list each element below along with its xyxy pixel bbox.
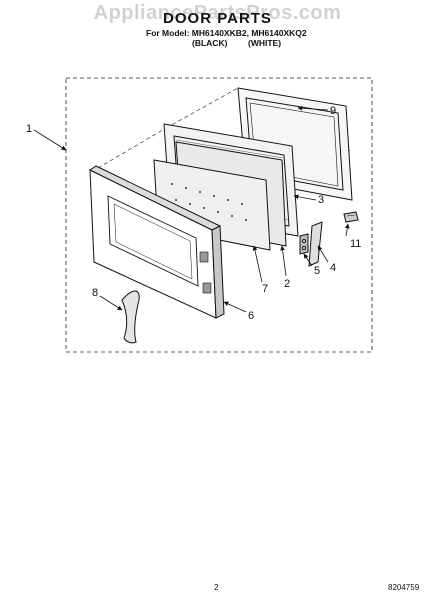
color-black-label: (BLACK) — [192, 38, 228, 48]
callout-5: 5 — [314, 265, 321, 277]
callout-11: 11 — [350, 238, 362, 250]
document-number: 8204759 — [388, 583, 420, 592]
leader-lines — [33, 105, 350, 313]
assembly-boundary — [65, 77, 373, 353]
callout-2: 2 — [284, 278, 291, 290]
callout-4: 4 — [330, 262, 337, 274]
model-line: For Model: MH6140XKB2, MH6140XKQ2 — [146, 28, 307, 38]
color-white-label: (WHITE) — [248, 38, 282, 48]
watermark-text: AppliancePartsPros.com — [93, 2, 342, 24]
callout-8: 8 — [92, 287, 99, 299]
callout-1: 1 — [26, 123, 33, 135]
door-front-panel — [89, 165, 225, 319]
callout-9: 9 — [330, 105, 337, 117]
callout-7: 7 — [262, 283, 269, 295]
screw-part — [343, 211, 359, 223]
door-handle — [121, 290, 140, 344]
callout-6: 6 — [248, 310, 255, 322]
door-latch-parts — [299, 221, 323, 267]
page-number: 2 — [214, 583, 219, 592]
page-title: DOOR PARTS — [163, 10, 272, 27]
callout-3: 3 — [318, 194, 325, 206]
